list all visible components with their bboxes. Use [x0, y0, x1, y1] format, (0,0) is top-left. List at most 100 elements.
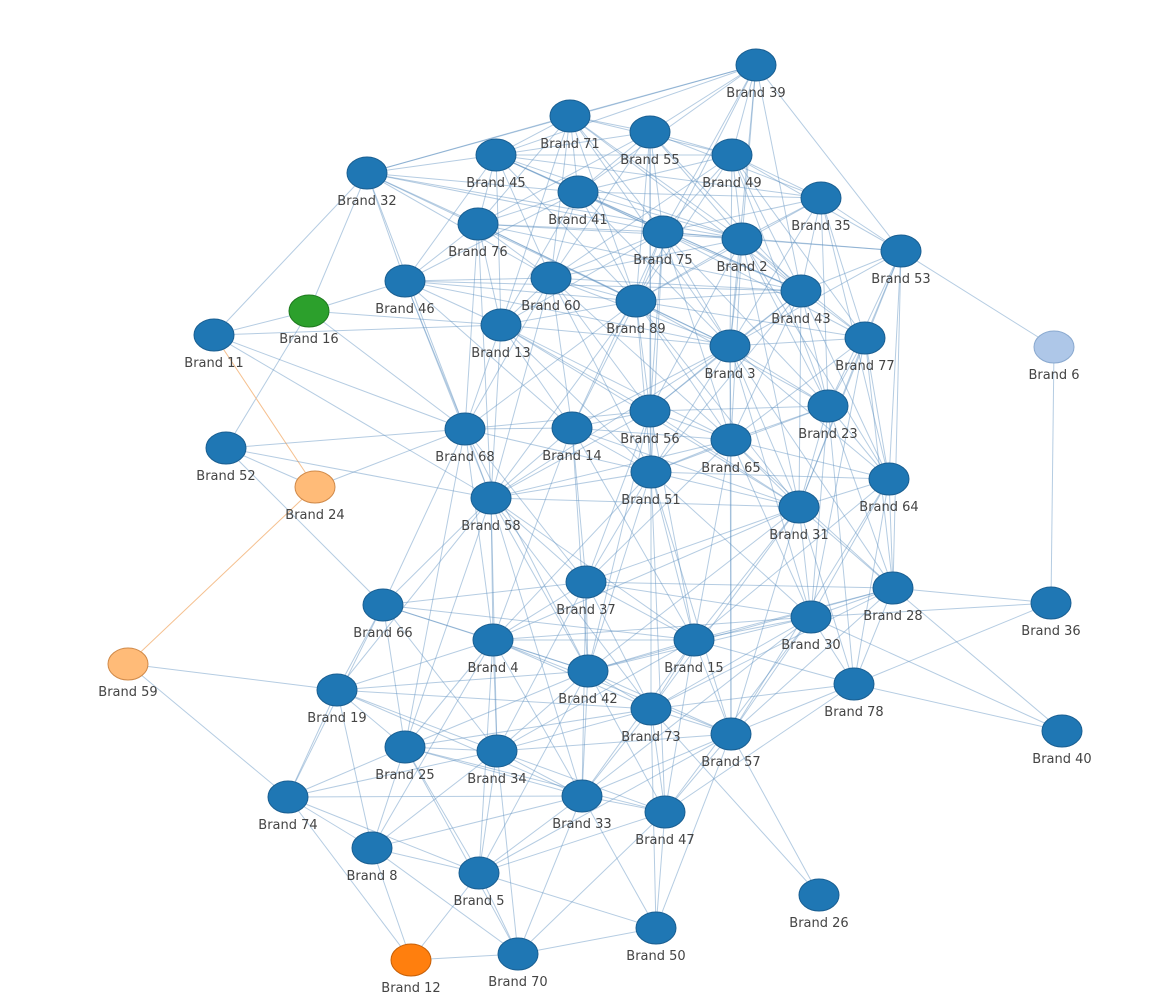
node-brand-14[interactable]: Brand 14 [542, 411, 602, 464]
node-circle[interactable] [872, 571, 914, 605]
node-circle[interactable] [644, 795, 686, 829]
node-brand-70[interactable]: Brand 70 [488, 937, 548, 990]
node-brand-52[interactable]: Brand 52 [196, 431, 256, 484]
node-brand-64[interactable]: Brand 64 [859, 462, 919, 515]
node-circle[interactable] [721, 222, 763, 256]
node-brand-74[interactable]: Brand 74 [258, 780, 318, 833]
node-circle[interactable] [205, 431, 247, 465]
node-brand-47[interactable]: Brand 47 [635, 795, 695, 848]
node-circle[interactable] [642, 215, 684, 249]
node-circle[interactable] [475, 138, 517, 172]
node-brand-39[interactable]: Brand 39 [726, 48, 786, 101]
node-circle[interactable] [1030, 586, 1072, 620]
node-brand-16[interactable]: Brand 16 [279, 294, 339, 347]
node-circle[interactable] [735, 48, 777, 82]
node-circle[interactable] [630, 692, 672, 726]
node-circle[interactable] [549, 99, 591, 133]
node-brand-60[interactable]: Brand 60 [521, 261, 581, 314]
node-circle[interactable] [444, 412, 486, 446]
node-circle[interactable] [868, 462, 910, 496]
node-brand-2[interactable]: Brand 2 [716, 222, 768, 275]
node-circle[interactable] [384, 730, 426, 764]
node-brand-43[interactable]: Brand 43 [771, 274, 831, 327]
node-circle[interactable] [673, 623, 715, 657]
node-circle[interactable] [565, 565, 607, 599]
node-circle[interactable] [193, 318, 235, 352]
node-brand-8[interactable]: Brand 8 [346, 831, 398, 884]
node-brand-50[interactable]: Brand 50 [626, 911, 686, 964]
node-brand-6[interactable]: Brand 6 [1028, 330, 1080, 383]
node-circle[interactable] [567, 654, 609, 688]
node-circle[interactable] [1033, 330, 1075, 364]
node-circle[interactable] [476, 734, 518, 768]
node-brand-45[interactable]: Brand 45 [466, 138, 526, 191]
node-brand-3[interactable]: Brand 3 [704, 329, 756, 382]
node-brand-57[interactable]: Brand 57 [701, 717, 761, 770]
node-circle[interactable] [362, 588, 404, 622]
node-brand-56[interactable]: Brand 56 [620, 394, 680, 447]
node-circle[interactable] [472, 623, 514, 657]
node-brand-26[interactable]: Brand 26 [789, 878, 849, 931]
node-brand-65[interactable]: Brand 65 [701, 423, 761, 476]
node-brand-24[interactable]: Brand 24 [285, 470, 345, 523]
node-circle[interactable] [530, 261, 572, 295]
node-brand-19[interactable]: Brand 19 [307, 673, 367, 726]
node-brand-30[interactable]: Brand 30 [781, 600, 841, 653]
node-circle[interactable] [316, 673, 358, 707]
node-circle[interactable] [711, 138, 753, 172]
node-brand-5[interactable]: Brand 5 [453, 856, 505, 909]
node-brand-31[interactable]: Brand 31 [769, 490, 829, 543]
node-brand-89[interactable]: Brand 89 [606, 284, 666, 337]
node-circle[interactable] [710, 423, 752, 457]
node-circle[interactable] [267, 780, 309, 814]
node-circle[interactable] [1041, 714, 1083, 748]
node-circle[interactable] [288, 294, 330, 328]
node-circle[interactable] [798, 878, 840, 912]
node-brand-78[interactable]: Brand 78 [824, 667, 884, 720]
node-circle[interactable] [497, 937, 539, 971]
node-brand-73[interactable]: Brand 73 [621, 692, 681, 745]
node-circle[interactable] [807, 389, 849, 423]
node-brand-12[interactable]: Brand 12 [381, 943, 441, 996]
node-brand-41[interactable]: Brand 41 [548, 175, 608, 228]
node-circle[interactable] [294, 470, 336, 504]
node-brand-36[interactable]: Brand 36 [1021, 586, 1081, 639]
node-circle[interactable] [778, 490, 820, 524]
node-brand-59[interactable]: Brand 59 [98, 647, 158, 700]
node-circle[interactable] [458, 856, 500, 890]
node-circle[interactable] [800, 181, 842, 215]
node-brand-75[interactable]: Brand 75 [633, 215, 693, 268]
node-brand-68[interactable]: Brand 68 [435, 412, 495, 465]
node-circle[interactable] [351, 831, 393, 865]
node-circle[interactable] [480, 308, 522, 342]
node-brand-37[interactable]: Brand 37 [556, 565, 616, 618]
node-circle[interactable] [709, 329, 751, 363]
node-circle[interactable] [844, 321, 886, 355]
node-circle[interactable] [107, 647, 149, 681]
node-circle[interactable] [615, 284, 657, 318]
node-brand-4[interactable]: Brand 4 [467, 623, 519, 676]
node-circle[interactable] [880, 234, 922, 268]
node-circle[interactable] [470, 481, 512, 515]
node-circle[interactable] [635, 911, 677, 945]
node-brand-33[interactable]: Brand 33 [552, 779, 612, 832]
node-circle[interactable] [629, 115, 671, 149]
node-circle[interactable] [629, 394, 671, 428]
node-circle[interactable] [551, 411, 593, 445]
node-circle[interactable] [561, 779, 603, 813]
node-brand-23[interactable]: Brand 23 [798, 389, 858, 442]
node-brand-71[interactable]: Brand 71 [540, 99, 600, 152]
node-circle[interactable] [457, 207, 499, 241]
node-brand-49[interactable]: Brand 49 [702, 138, 762, 191]
node-brand-25[interactable]: Brand 25 [375, 730, 435, 783]
node-circle[interactable] [390, 943, 432, 977]
node-brand-42[interactable]: Brand 42 [558, 654, 618, 707]
node-brand-34[interactable]: Brand 34 [467, 734, 527, 787]
node-circle[interactable] [630, 455, 672, 489]
node-brand-66[interactable]: Brand 66 [353, 588, 413, 641]
node-brand-76[interactable]: Brand 76 [448, 207, 508, 260]
node-brand-35[interactable]: Brand 35 [791, 181, 851, 234]
node-brand-55[interactable]: Brand 55 [620, 115, 680, 168]
node-brand-77[interactable]: Brand 77 [835, 321, 895, 374]
node-circle[interactable] [790, 600, 832, 634]
